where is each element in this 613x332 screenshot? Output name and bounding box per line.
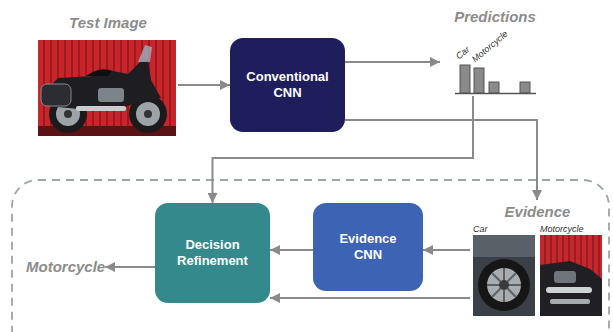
node-label: Decision Refinement [169,237,256,270]
evidence-motorcycle-crop [540,235,602,316]
spoke [492,273,516,297]
flow-arrow [345,120,537,200]
test-image: Test Image [38,14,178,136]
motorcycle-part [540,261,602,316]
flow-arrow [270,297,470,299]
flow-arrow [345,61,440,63]
bar-chart [455,65,536,94]
image-label: Car [473,224,488,235]
process-box: Conventional CNN [230,38,345,132]
rear-hub [64,110,72,118]
flow-arrow [270,249,313,251]
evidence-images: EvidenceCar Motorcycle [470,203,605,318]
photo-background [38,40,176,136]
bar-label: Car [454,44,472,62]
chart-axis [455,93,536,95]
car-panel [473,235,535,257]
windshield [138,45,152,62]
spoke [492,273,516,297]
front-hub [144,110,152,118]
flow-arrow [105,266,155,268]
engine [98,88,124,102]
bar-label: Motorcycle [470,29,510,65]
prediction-chart: PredictionsCarMotorcycle [440,8,550,96]
hub [499,280,509,290]
figure-heading: Predictions [440,8,550,26]
figure-heading: Test Image [38,14,178,32]
image-label: Motorcycle [540,224,584,235]
crop-background [473,235,535,316]
tire [478,259,530,311]
process-box: Evidence CNN [313,203,423,291]
front-rim [136,102,160,126]
bar [520,82,530,93]
bar [474,68,484,93]
node-label: Conventional CNN [244,69,331,102]
seat [86,69,112,76]
chrome-pipe [546,287,592,293]
saddlebag [41,84,71,106]
bar [460,65,470,93]
node-label: Evidence CNN [327,231,409,264]
flow-arrow [423,249,470,251]
process-box: Decision Refinement [155,203,270,303]
evidence-car-crop [473,235,535,316]
flow-arrow [178,84,230,86]
chrome-pipe [550,299,590,304]
engine-part [554,271,576,283]
test-photo [38,40,176,136]
crop-background [540,235,602,316]
dashed-region [12,180,609,332]
figure-heading: Evidence [470,203,605,221]
bar [489,82,499,93]
exhaust [76,106,126,111]
node-label: Motorcycle [26,257,105,277]
output-label: Motorcycle [26,257,105,277]
rim [487,268,521,302]
